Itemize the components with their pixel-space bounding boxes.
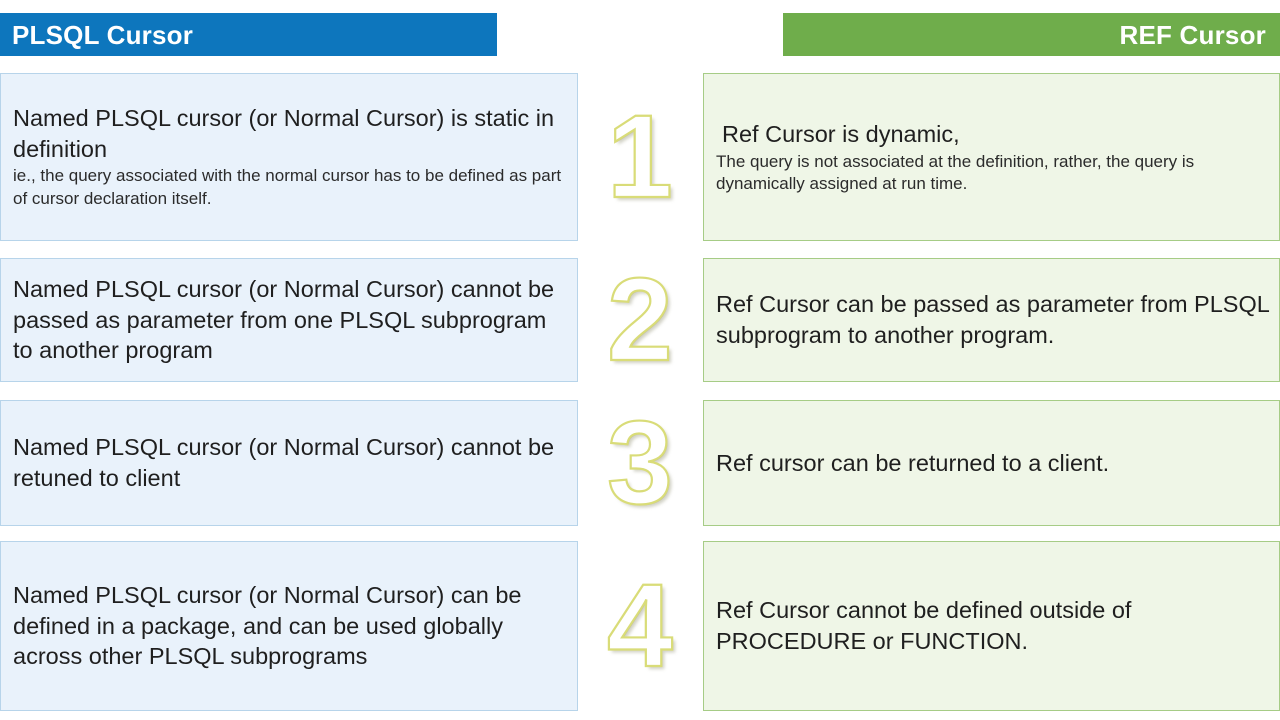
ref-cursor-header-title: REF Cursor: [1119, 19, 1266, 50]
ref-cursor-card-4: Ref Cursor cannot be defined outside of …: [703, 541, 1280, 711]
step-number-4-label: 4: [606, 560, 674, 692]
ref-cursor-column: Ref Cursor is dynamic, The query is not …: [700, 0, 1280, 720]
step-numbers-column: 1 2 3 4: [580, 0, 700, 720]
ref-cursor-card-3: Ref cursor can be returned to a client.: [703, 400, 1280, 526]
step-number-4: 4: [580, 541, 700, 711]
step-number-3: 3: [580, 400, 700, 526]
ref-cursor-card-2-main: Ref Cursor can be passed as parameter fr…: [716, 291, 1269, 348]
plsql-cursor-card-1-sub: ie., the query associated with the norma…: [13, 166, 562, 209]
plsql-cursor-card-1-main: Named PLSQL cursor (or Normal Cursor) is…: [13, 105, 555, 162]
step-number-2-label: 2: [606, 254, 674, 386]
ref-cursor-card-1-sub: The query is not associated at the defin…: [716, 151, 1195, 193]
ref-cursor-card-1: Ref Cursor is dynamic, The query is not …: [703, 73, 1280, 241]
step-number-2: 2: [580, 258, 700, 382]
plsql-cursor-card-2: Named PLSQL cursor (or Normal Cursor) ca…: [0, 258, 578, 382]
step-number-1-label: 1: [606, 91, 674, 223]
plsql-cursor-header: PLSQL Cursor: [0, 13, 497, 56]
ref-cursor-card-2: Ref Cursor can be passed as parameter fr…: [703, 258, 1280, 382]
ref-cursor-header: REF Cursor: [783, 13, 1280, 56]
plsql-cursor-column: Named PLSQL cursor (or Normal Cursor) is…: [0, 0, 580, 720]
plsql-cursor-card-3: Named PLSQL cursor (or Normal Cursor) ca…: [0, 400, 578, 526]
step-number-1: 1: [580, 73, 700, 241]
ref-cursor-card-4-main: Ref Cursor cannot be defined outside of …: [716, 597, 1132, 654]
plsql-cursor-card-2-main: Named PLSQL cursor (or Normal Cursor) ca…: [13, 276, 555, 364]
plsql-cursor-card-1: Named PLSQL cursor (or Normal Cursor) is…: [0, 73, 578, 241]
ref-cursor-card-3-main: Ref cursor can be returned to a client.: [716, 449, 1110, 476]
plsql-cursor-card-4-main: Named PLSQL cursor (or Normal Cursor) ca…: [13, 582, 522, 670]
plsql-cursor-header-title: PLSQL Cursor: [12, 19, 194, 50]
step-number-3-label: 3: [606, 397, 674, 529]
plsql-cursor-card-4: Named PLSQL cursor (or Normal Cursor) ca…: [0, 541, 578, 711]
plsql-cursor-card-3-main: Named PLSQL cursor (or Normal Cursor) ca…: [13, 434, 555, 491]
ref-cursor-card-1-main: Ref Cursor is dynamic,: [722, 121, 960, 148]
